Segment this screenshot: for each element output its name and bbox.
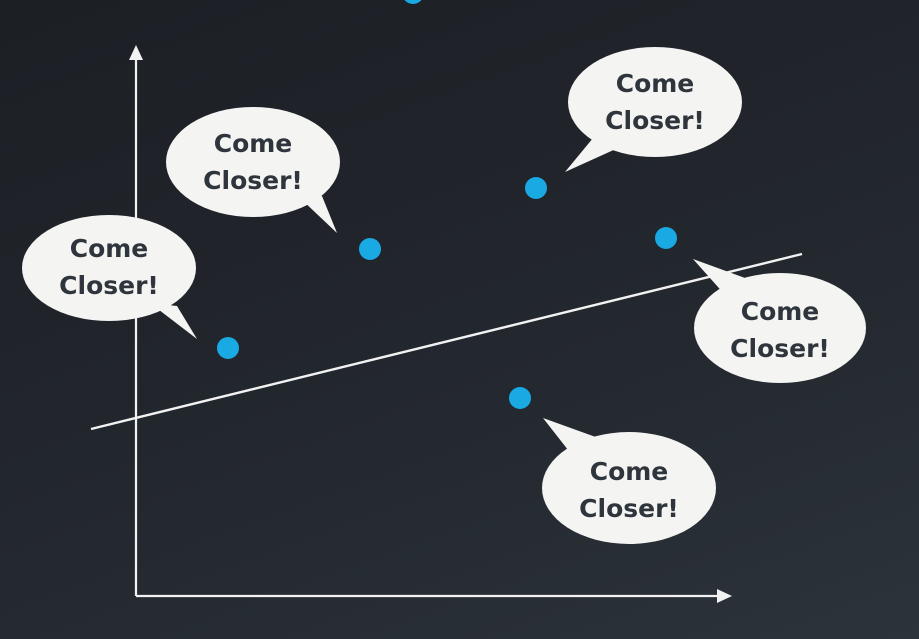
bubble-text-line2: Closer! bbox=[730, 334, 830, 363]
bubble-text-line1: Come bbox=[214, 129, 293, 158]
x-axis-arrowhead bbox=[717, 589, 732, 603]
fit-line bbox=[90, 252, 803, 431]
bubble-text-line1: Come bbox=[590, 457, 669, 486]
bubble-text-line1: Come bbox=[741, 297, 820, 326]
bubble-text-line1: Come bbox=[70, 234, 149, 263]
bubble-text-line2: Closer! bbox=[59, 271, 159, 300]
speech-bubble: Come Closer! bbox=[565, 47, 742, 172]
data-point bbox=[525, 177, 547, 199]
speech-bubble: Come Closer! bbox=[542, 418, 716, 544]
data-points bbox=[217, 177, 677, 409]
y-axis-arrowhead bbox=[129, 45, 143, 60]
data-point bbox=[217, 337, 239, 359]
bubble-text-line2: Closer! bbox=[203, 166, 303, 195]
data-point-top-partial bbox=[404, 0, 422, 4]
bubble-text-line2: Closer! bbox=[605, 106, 705, 135]
speech-bubble: Come Closer! bbox=[166, 107, 340, 233]
speech-bubble: Come Closer! bbox=[693, 259, 866, 383]
bubble-text-line2: Closer! bbox=[579, 494, 679, 523]
data-point bbox=[509, 387, 531, 409]
axes bbox=[129, 45, 732, 603]
bubble-text-line1: Come bbox=[616, 69, 695, 98]
data-point bbox=[359, 238, 381, 260]
data-point bbox=[655, 227, 677, 249]
speech-bubble: Come Closer! bbox=[22, 215, 197, 339]
